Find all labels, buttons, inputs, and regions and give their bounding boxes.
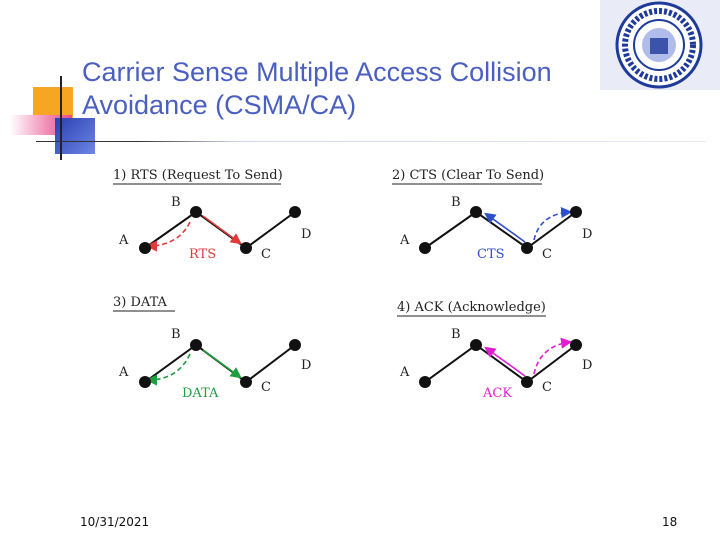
cts-arrow [533,207,573,241]
node-label: A [399,365,410,380]
node-label: C [542,380,552,395]
message-label: CTS [477,247,505,262]
data-arrow [145,353,191,386]
panel-title: 2) CTS (Clear To Send) [392,168,544,183]
node-label: C [542,247,552,262]
footer-page-number: 18 [662,515,678,529]
node-label: A [399,233,410,248]
slide-title: Carrier Sense Multiple Access Collision … [82,56,682,122]
university-seal-icon [600,0,720,90]
node-label: B [171,195,181,210]
slide-title-line-2: Avoidance (CSMA/CA) [82,90,357,120]
node-label: B [171,327,181,342]
message-label: ACK [482,386,512,401]
panel-rts: 1) RTS (Request To Send) A B C D RTS [113,168,311,262]
node-label: D [582,227,592,242]
node-label: A [118,365,129,380]
panel-ack: 4) ACK (Acknowledge) A B C D ACK [397,300,592,401]
panel-title: 3) DATA [113,295,168,310]
node-label: D [582,358,592,373]
cts-arrow-direct [484,212,526,243]
ack-arrow-direct [484,346,526,377]
node-label: B [451,195,461,210]
deco-vertical-line [60,76,62,160]
slide-title-line-1: Carrier Sense Multiple Access Collision [82,57,552,87]
panel-title: 1) RTS (Request To Send) [113,168,283,183]
ack-arrow [533,337,573,375]
deco-horizontal-line [36,141,706,142]
node-label: C [261,380,271,395]
data-arrow-direct [202,349,242,379]
panel-title: 4) ACK (Acknowledge) [397,300,546,315]
message-label: DATA [182,386,219,401]
rts-arrow [145,221,191,252]
node-label: C [261,247,271,262]
panel-cts: 2) CTS (Clear To Send) A B C D CTS [392,168,592,262]
node-label: D [301,227,311,242]
node-label: A [118,233,129,248]
message-label: RTS [189,247,216,262]
footer-date: 10/31/2021 [80,515,150,529]
node-label: B [451,327,461,342]
panel-data: 3) DATA A B C D DATA [113,295,311,401]
node-label: D [301,358,311,373]
rts-arrow-direct [202,215,242,245]
